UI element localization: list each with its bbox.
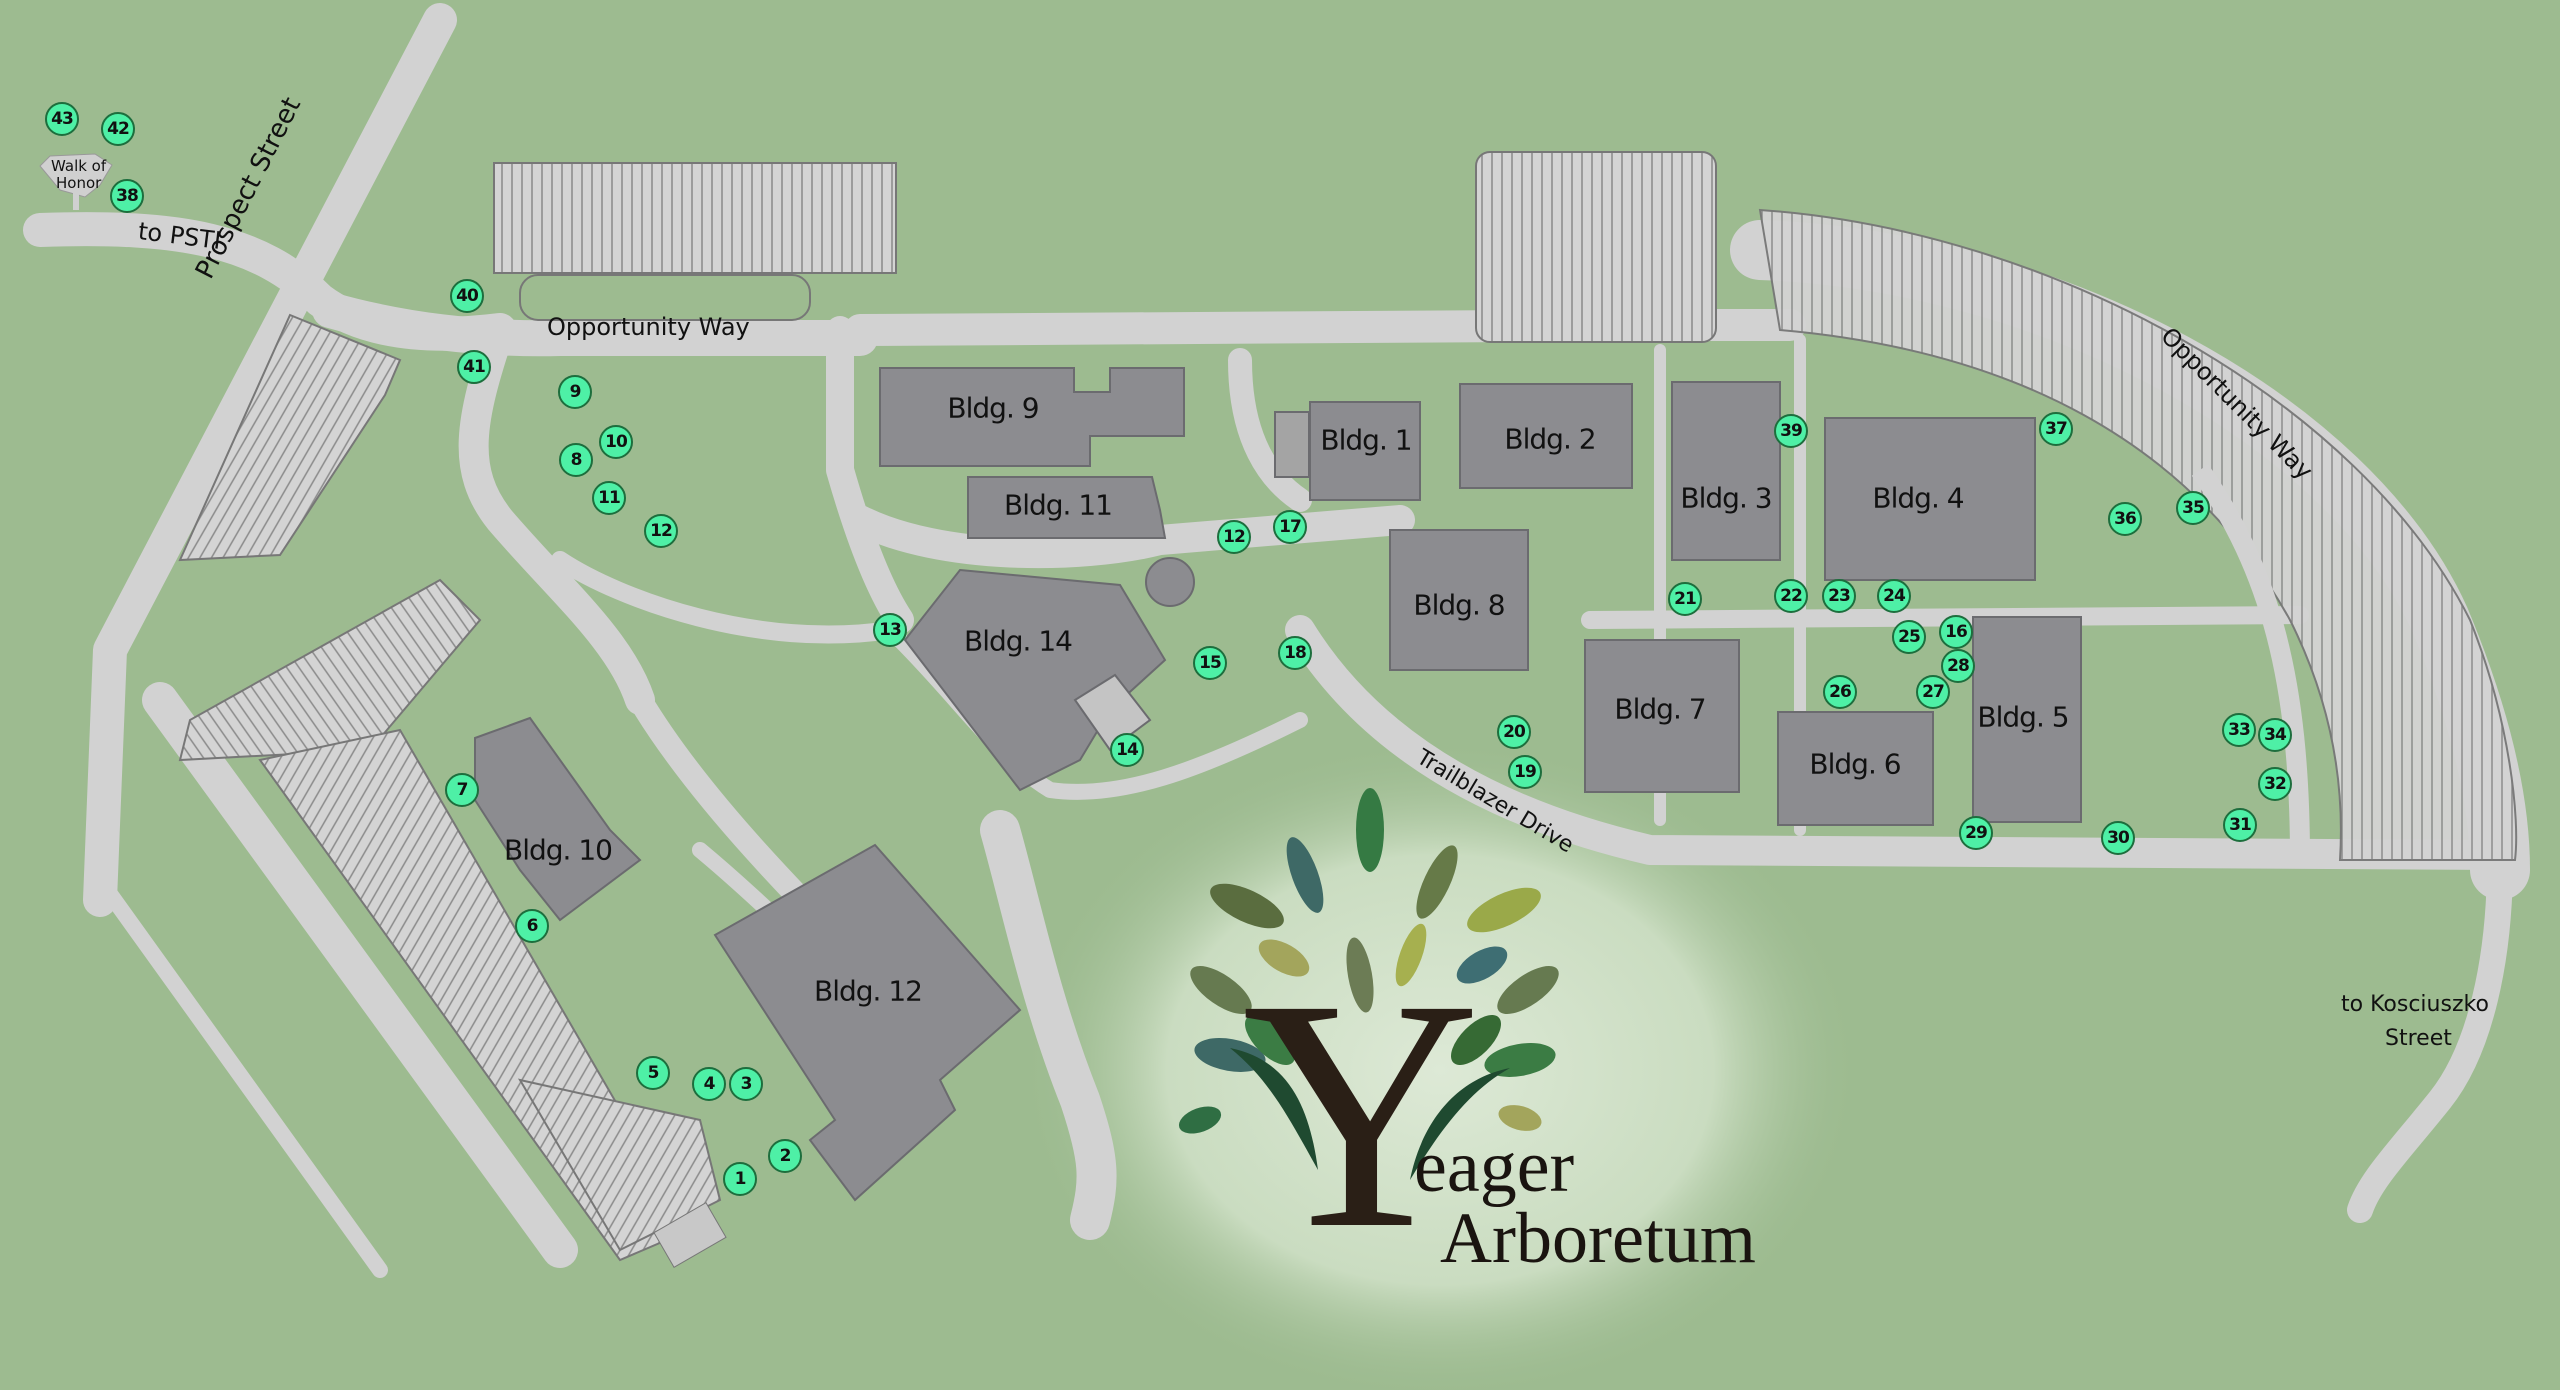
tree-marker[interactable]: 7 <box>445 773 479 807</box>
building-4[interactable]: Bldg. 4 <box>1872 481 1964 515</box>
tree-marker[interactable]: 17 <box>1273 510 1307 544</box>
tree-marker[interactable]: 15 <box>1193 646 1227 680</box>
bldg-8-shape <box>1389 529 1529 671</box>
tree-marker[interactable]: 23 <box>1822 579 1856 613</box>
label-walk-of-honor-1: Walk of <box>51 157 107 175</box>
tree-marker[interactable]: 35 <box>2176 491 2210 525</box>
building-10[interactable]: Bldg. 10 <box>504 833 613 867</box>
building-6[interactable]: Bldg. 6 <box>1809 747 1901 781</box>
tree-marker[interactable]: 14 <box>1110 733 1144 767</box>
bldg-12-shape <box>713 843 1022 1202</box>
label-to-kosciuszko-2: Street <box>2385 1026 2452 1051</box>
bldg-1-shape <box>1309 401 1421 501</box>
logo-line-arboretum: Arboretum <box>1440 1198 1756 1278</box>
tree-marker[interactable]: 18 <box>1278 636 1312 670</box>
tree-marker[interactable]: 40 <box>450 279 484 313</box>
label-to-kosciuszko-1: to Kosciuszko <box>2341 992 2489 1017</box>
tree-marker[interactable]: 9 <box>558 375 592 409</box>
tree-marker[interactable]: 26 <box>1823 675 1857 709</box>
tree-marker[interactable]: 5 <box>636 1056 670 1090</box>
building-8[interactable]: Bldg. 8 <box>1413 588 1505 622</box>
logo-leaves <box>1178 788 1559 1180</box>
tree-marker[interactable]: 43 <box>45 102 79 136</box>
building-3[interactable]: Bldg. 3 <box>1680 481 1772 515</box>
logo-big-y: Y <box>1242 932 1481 1297</box>
tree-marker[interactable]: 2 <box>768 1139 802 1173</box>
tree-marker[interactable]: 27 <box>1916 675 1950 709</box>
tree-marker[interactable]: 13 <box>873 613 907 647</box>
tree-marker[interactable]: 16 <box>1939 615 1973 649</box>
tree-marker[interactable]: 42 <box>101 112 135 146</box>
tree-marker[interactable]: 41 <box>457 350 491 384</box>
bldg-4-shape <box>1824 417 2036 581</box>
tree-marker[interactable]: 6 <box>515 909 549 943</box>
building-14[interactable]: Bldg. 14 <box>964 624 1073 658</box>
building-12[interactable]: Bldg. 12 <box>814 974 923 1008</box>
tree-marker[interactable]: 39 <box>1774 414 1808 448</box>
logo-line-eager: eager <box>1414 1126 1575 1208</box>
building-5[interactable]: Bldg. 5 <box>1977 700 2069 734</box>
street-label-opportunity-west: Opportunity Way <box>547 313 750 341</box>
bldg-9-shape <box>879 367 1185 467</box>
tree-marker[interactable]: 20 <box>1497 715 1531 749</box>
building-1[interactable]: Bldg. 1 <box>1320 423 1412 457</box>
tree-marker[interactable]: 1 <box>723 1162 757 1196</box>
bldg-5-shape <box>1972 616 2082 823</box>
bldg-2-shape <box>1459 383 1633 489</box>
tree-marker[interactable]: 36 <box>2108 502 2142 536</box>
building-7[interactable]: Bldg. 7 <box>1614 692 1706 726</box>
tree-marker[interactable]: 8 <box>559 443 593 477</box>
tree-marker[interactable]: 3 <box>729 1067 763 1101</box>
bldg-6-shape <box>1777 711 1934 826</box>
tree-marker[interactable]: 12 <box>644 514 678 548</box>
building-11[interactable]: Bldg. 11 <box>1004 488 1113 522</box>
tree-marker[interactable]: 21 <box>1668 582 1702 616</box>
tree-marker[interactable]: 19 <box>1508 755 1542 789</box>
tree-marker[interactable]: 22 <box>1774 579 1808 613</box>
tree-marker[interactable]: 29 <box>1959 816 1993 850</box>
tree-marker[interactable]: 38 <box>110 179 144 213</box>
tree-marker[interactable]: 31 <box>2223 808 2257 842</box>
tree-marker[interactable]: 25 <box>1892 620 1926 654</box>
bldg-14-shape <box>903 568 1167 792</box>
bldg-3-shape <box>1671 381 1781 561</box>
tree-marker[interactable]: 11 <box>592 481 626 515</box>
tree-marker[interactable]: 32 <box>2258 767 2292 801</box>
tree-marker[interactable]: 28 <box>1941 649 1975 683</box>
building-2[interactable]: Bldg. 2 <box>1504 422 1596 456</box>
tree-marker[interactable]: 10 <box>599 425 633 459</box>
bldg-7-shape <box>1584 639 1740 793</box>
label-walk-of-honor-2: Honor <box>56 174 102 192</box>
tree-marker[interactable]: 24 <box>1877 579 1911 613</box>
bldg-10-shape <box>474 716 642 922</box>
tree-marker[interactable]: 12 <box>1217 520 1251 554</box>
tree-marker[interactable]: 34 <box>2258 718 2292 752</box>
tree-marker[interactable]: 37 <box>2039 412 2073 446</box>
tree-marker[interactable]: 30 <box>2101 821 2135 855</box>
building-9[interactable]: Bldg. 9 <box>947 391 1039 425</box>
tree-marker[interactable]: 33 <box>2222 713 2256 747</box>
bldg-11-shape <box>967 476 1167 539</box>
tree-marker[interactable]: 4 <box>692 1067 726 1101</box>
